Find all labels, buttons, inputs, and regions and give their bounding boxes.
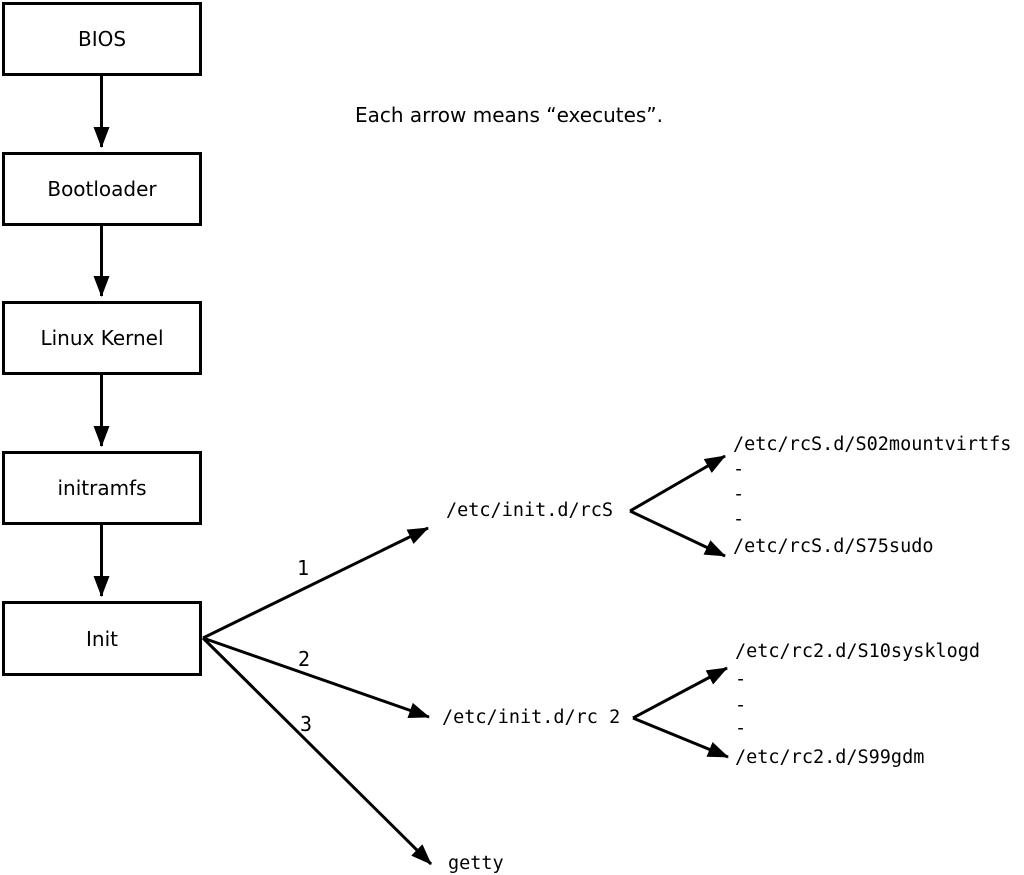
diagram-caption: Each arrow means “executes”. <box>354 103 664 127</box>
node-s10sysklogd: /etc/rc2.d/S10sysklogd <box>735 641 981 662</box>
node-init-label: Init <box>86 626 118 651</box>
arrow-init-to-getty <box>201 636 433 866</box>
arrow-init-to-rc2 <box>202 636 430 719</box>
node-bootloader-label: Bootloader <box>47 177 157 201</box>
node-init: Init <box>2 601 202 676</box>
branch-2-number: 2 <box>297 647 311 671</box>
node-initramfs: initramfs <box>2 451 202 525</box>
node-s02mountvirtfs: /etc/rcS.d/S02mountvirtfs <box>733 434 1012 455</box>
node-linux-kernel-label: Linux Kernel <box>40 326 164 350</box>
node-linux-kernel: Linux Kernel <box>2 301 202 375</box>
node-bootloader: Bootloader <box>2 152 202 226</box>
rcs-ellipsis-dash-2: - <box>733 484 745 505</box>
node-initramfs-label: initramfs <box>57 476 147 500</box>
branch-3-number: 3 <box>299 712 313 736</box>
branch-1-number: 1 <box>296 556 310 580</box>
rcs-ellipsis-dash-3: - <box>733 509 745 530</box>
node-s99gdm: /etc/rc2.d/S99gdm <box>735 747 925 768</box>
rc2-ellipsis-dash-1: - <box>735 669 747 690</box>
node-s75sudo: /etc/rcS.d/S75sudo <box>733 536 934 557</box>
arrow-rcs-to-s75sudo <box>629 509 726 558</box>
rc2-ellipsis-dash-3: - <box>735 718 747 739</box>
rcs-ellipsis-dash-1: - <box>733 459 745 480</box>
node-etc-init-d-rc2: /etc/init.d/rc 2 <box>442 707 621 728</box>
arrow-rcs-to-s02mountvirtfs <box>629 454 726 513</box>
arrow-init-to-rcs <box>202 526 429 640</box>
arrow-rc2-to-s10sysklogd <box>632 666 728 720</box>
node-getty: getty <box>448 853 504 874</box>
node-etc-init-d-rcs: /etc/init.d/rcS <box>446 500 614 521</box>
node-bios: BIOS <box>2 2 202 76</box>
rc2-ellipsis-dash-2: - <box>735 695 747 716</box>
node-bios-label: BIOS <box>77 27 127 51</box>
arrow-rc2-to-s99gdm <box>632 716 729 759</box>
